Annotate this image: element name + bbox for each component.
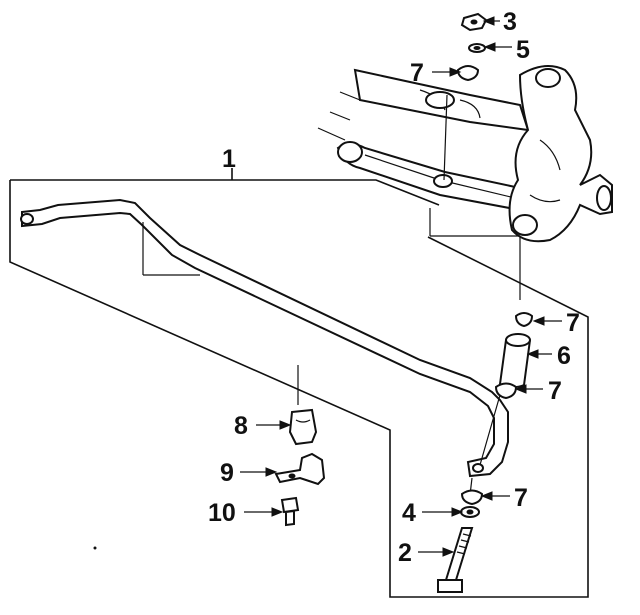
suspension-assembly-illustration: [317, 65, 613, 243]
alignment-lines: [142, 94, 521, 496]
callout-5: 5: [516, 36, 530, 64]
assembly-bracket-lines: [9, 168, 589, 598]
callout-10: 10: [208, 499, 236, 527]
callout-8: 8: [234, 412, 248, 440]
bushing-clamp-bolt-group: [274, 408, 326, 527]
callout-7-top: 7: [410, 59, 424, 87]
callout-7-middle-grommet: 7: [548, 377, 562, 405]
callout-7-upper-grommet: 7: [566, 309, 580, 337]
upper-nut-stack: [456, 12, 488, 82]
callout-6: 6: [557, 342, 571, 370]
callout-3: 3: [503, 8, 517, 36]
callout-4: 4: [402, 499, 416, 527]
callout-7-lower-grommet: 7: [514, 484, 528, 512]
link-bolt-assembly: [437, 312, 534, 593]
stabilizer-bar: [20, 198, 509, 478]
callout-9: 9: [220, 459, 234, 487]
callout-2: 2: [398, 539, 412, 567]
stray-dot: [93, 546, 97, 550]
callout-1: 1: [222, 145, 236, 173]
callout-arrows: [240, 16, 562, 557]
